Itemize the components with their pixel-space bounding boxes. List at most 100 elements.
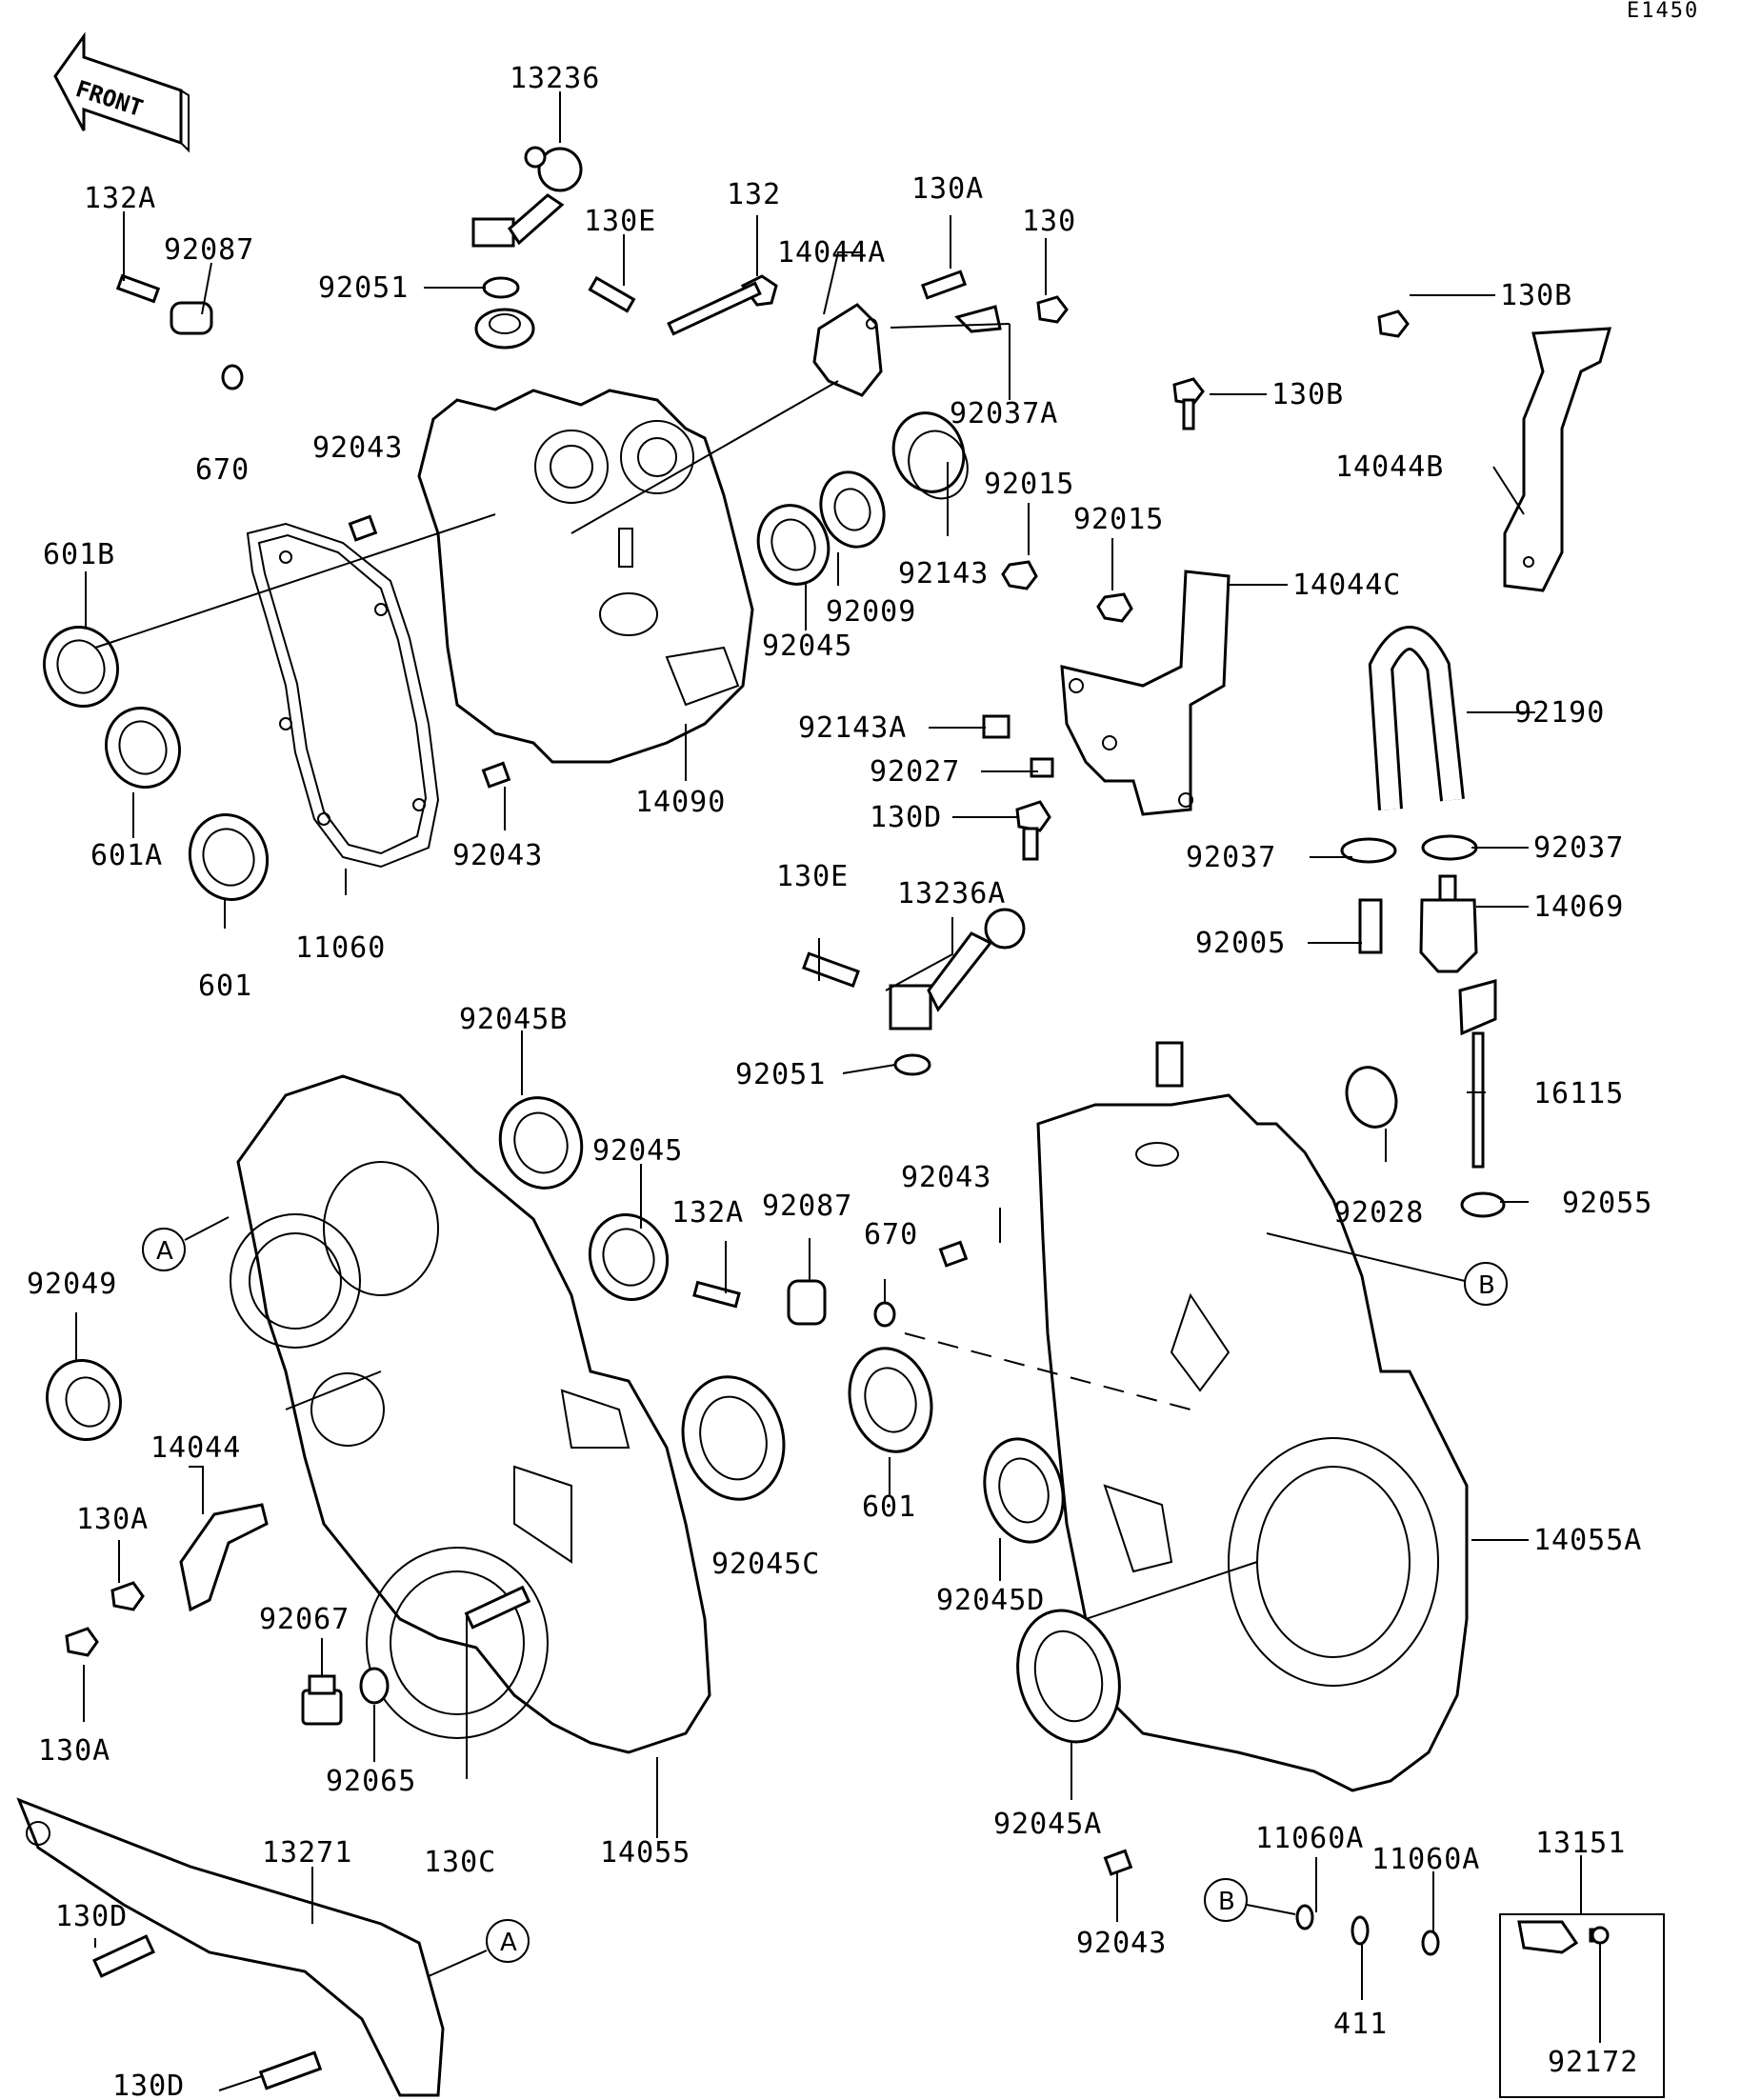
label-92190: 92190 [1514,696,1605,730]
label-92143A: 92143A [798,711,907,745]
diagram-code: E1450 [1627,0,1699,23]
bolt-130C [464,1585,531,1630]
label-92087-mid: 92087 [762,1190,852,1223]
bolt-130 [1036,295,1069,324]
washer-92051-top [482,276,520,299]
collar-92143 [891,411,969,500]
plate-92087-mid [787,1279,827,1326]
bearing-92045C [681,1375,786,1501]
label-92049: 92049 [27,1268,117,1301]
label-132A-top: 132A [84,182,156,215]
bolt-130E-top [588,275,636,313]
label-92037A: 92037A [950,397,1058,430]
shift-lever-13236A [889,908,1026,1030]
bolt-132 [667,274,778,336]
bracket-14044 [179,1503,269,1612]
label-13271: 13271 [262,1836,352,1870]
label-14044A: 14044A [777,236,886,270]
label-13236A: 13236A [897,877,1006,910]
label-92015-2: 92015 [1073,503,1164,536]
label-92015-1: 92015 [984,468,1074,501]
leader-lines [75,91,1601,2091]
label-130D-2: 130D [112,2070,185,2100]
label-11060A-1: 11060A [1255,1822,1364,1855]
svg-text:A: A [500,1929,517,1957]
nut-92015-2 [1096,592,1133,623]
callout-b-right: B [1266,1232,1508,1306]
clamp-92037-right [1421,834,1478,861]
label-92027: 92027 [870,755,960,789]
bearing-92045B [498,1096,584,1190]
callout-a-bottom: A [428,1919,530,1977]
label-92043-bottom: 92043 [1076,1927,1167,1960]
label-92045B: 92045B [459,1003,568,1036]
label-130D-1: 130D [55,1900,128,1933]
bearing-601B [43,625,119,709]
bolt-130A-top [920,270,968,300]
svg-text:A: A [156,1237,173,1266]
fitting-92005 [1358,898,1383,954]
crankcase-14055 [230,1074,711,1754]
label-92087-top: 92087 [164,233,254,267]
label-92045C: 92045C [711,1548,820,1581]
dowel-92043-mid [481,761,511,789]
label-13151: 13151 [1535,1827,1626,1860]
seal-92049 [46,1358,122,1442]
washer-11060A-right [1421,1930,1440,1956]
label-16115: 16115 [1533,1077,1624,1110]
bearing-601A [105,706,181,790]
label-601A: 601A [90,839,163,872]
label-11060: 11060 [295,931,386,965]
clip-92037A [954,305,1002,333]
label-130A-1: 130A [76,1503,149,1536]
dowel-92043-top [348,514,378,542]
clamp-92037-left [1340,837,1397,864]
label-92045-mid: 92045 [592,1134,683,1168]
label-92005: 92005 [1195,927,1286,960]
label-92037-1: 92037 [1186,841,1276,874]
label-130B-2: 130B [1271,378,1344,411]
washer-11060A-left [1295,1904,1314,1930]
label-92045-top: 92045 [762,630,852,663]
label-601-mid: 601 [862,1490,916,1524]
o-ring-92172 [1591,1926,1610,1945]
bearing-92045-top [756,504,830,586]
svg-text:B: B [1218,1888,1235,1916]
bolt-130E-mid [801,951,860,989]
bolt-132A-mid [692,1280,741,1309]
label-670-top: 670 [195,453,250,487]
label-14055A: 14055A [1533,1524,1642,1557]
callout-a-top: A [142,1216,230,1271]
washer-411 [1351,1915,1370,1946]
label-92009: 92009 [826,595,916,629]
label-92067: 92067 [259,1603,350,1636]
crankcase-14055A [1036,1041,1469,1792]
label-670-mid: 670 [864,1218,918,1251]
o-ring-670-top [221,364,244,390]
label-92037-2: 92037 [1533,831,1624,865]
shift-lever-13236 [471,146,583,248]
label-92045A: 92045A [993,1808,1102,1841]
label-92043-right: 92043 [901,1161,991,1194]
o-ring-92055 [1460,1191,1506,1218]
label-130B-1: 130B [1500,279,1572,312]
dipstick-16115 [1458,979,1497,1169]
label-130A-top: 130A [911,172,984,206]
label-14044C: 14044C [1292,569,1401,602]
label-601B: 601B [43,538,115,571]
label-132: 132 [727,178,781,211]
label-92172: 92172 [1548,2046,1638,2079]
label-130A-2: 130A [38,1734,110,1768]
label-130E-mid: 130E [776,860,849,893]
bolt-132A-top [115,273,161,304]
label-14069: 14069 [1533,890,1624,924]
bracket-14044A [812,303,883,397]
breather-hose-92190 [1368,626,1465,810]
dowel-92043-right [938,1240,969,1268]
label-130D-top: 130D [870,801,942,834]
label-14044B: 14044B [1335,450,1444,484]
gasket-11060 [246,522,440,869]
cover-plate-13271 [16,1797,445,2097]
bolt-130D-1 [92,1934,155,1978]
label-92051-mid: 92051 [735,1058,826,1091]
